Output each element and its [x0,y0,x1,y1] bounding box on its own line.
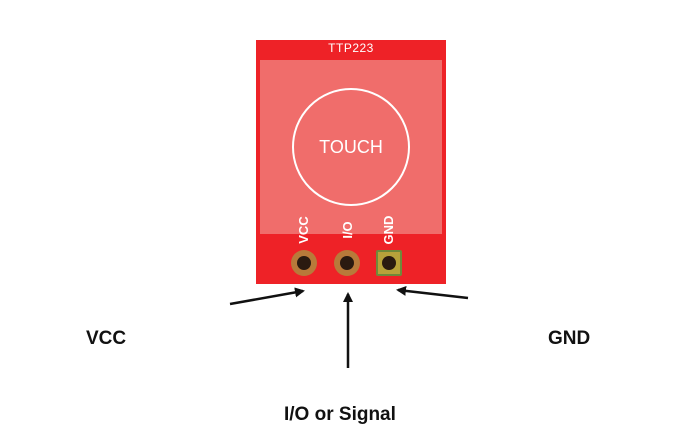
callout-io: I/O or Signal [284,404,396,425]
ttp223-board: TTP223 TOUCH VCC I/O GND [256,40,446,284]
arrow-vcc [229,287,305,306]
pin-vcc [291,250,317,276]
board-title: TTP223 [328,41,374,55]
callout-gnd: GND [548,328,591,349]
pin-hole [297,256,311,270]
pin-hole [382,256,396,270]
touch-label: TOUCH [319,136,383,157]
callout-vcc: VCC [86,328,127,349]
pin-io [334,250,360,276]
touch-panel: TOUCH [260,60,442,234]
pin-hole [340,256,354,270]
pin-gnd [376,250,402,276]
touch-pad: TOUCH [292,88,410,206]
arrow-gnd [396,285,469,300]
